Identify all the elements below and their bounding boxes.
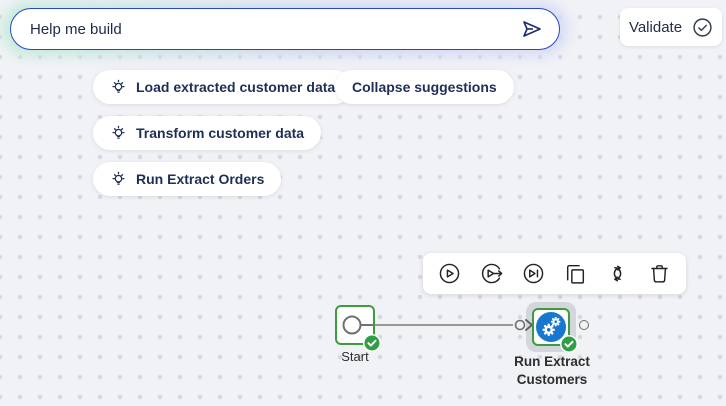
lightbulb-icon	[112, 171, 125, 185]
suggestion-pill[interactable]: Load extracted customer data	[93, 70, 353, 104]
node-label-start: Start	[341, 349, 369, 364]
run-button[interactable]	[435, 259, 464, 288]
validated-badge	[560, 335, 578, 353]
play-from-arrow-icon	[481, 263, 503, 284]
loop-button[interactable]	[603, 259, 632, 288]
edge-connector	[374, 319, 533, 331]
node-label-run-extract-customers: Run Extract Customers	[514, 354, 590, 387]
prompt-input[interactable]	[30, 20, 517, 38]
send-button[interactable]	[517, 15, 545, 43]
lightbulb-icon	[112, 125, 125, 139]
run-only-button[interactable]	[519, 259, 548, 288]
validated-badge	[363, 334, 381, 352]
play-circle-icon	[439, 263, 460, 284]
play-to-bar-icon	[523, 263, 544, 284]
start-circle-icon	[342, 315, 373, 335]
copy-button[interactable]	[561, 259, 590, 288]
node-run-extract-customers[interactable]	[532, 308, 570, 346]
component-toolbar	[423, 253, 686, 294]
trash-icon	[651, 265, 668, 283]
validate-label: Validate	[628, 18, 683, 36]
collapse-suggestions-label: Collapse suggestions	[352, 79, 497, 95]
output-port[interactable]	[579, 320, 589, 330]
input-port	[514, 319, 526, 331]
suggestion-pill[interactable]: Transform customer data	[93, 116, 322, 150]
cycle-arrows-icon	[613, 265, 622, 282]
run-from-button[interactable]	[477, 259, 506, 288]
suggestion-label: Transform customer data	[136, 125, 305, 141]
suggestion-pill[interactable]: Run Extract Orders	[93, 162, 282, 196]
copy-icon	[566, 264, 585, 284]
check-circle-icon	[693, 17, 712, 37]
suggestion-label: Load extracted customer data	[136, 79, 336, 95]
validate-button[interactable]: Validate	[620, 8, 722, 46]
gears-icon	[536, 312, 566, 342]
ai-prompt-bar	[10, 8, 560, 50]
suggestion-label: Run Extract Orders	[136, 171, 265, 187]
delete-button[interactable]	[645, 259, 674, 288]
collapse-suggestions-button[interactable]: Collapse suggestions	[335, 70, 514, 104]
send-paper-plane-icon	[523, 21, 541, 37]
node-start[interactable]	[335, 305, 375, 345]
lightbulb-icon	[112, 79, 125, 93]
